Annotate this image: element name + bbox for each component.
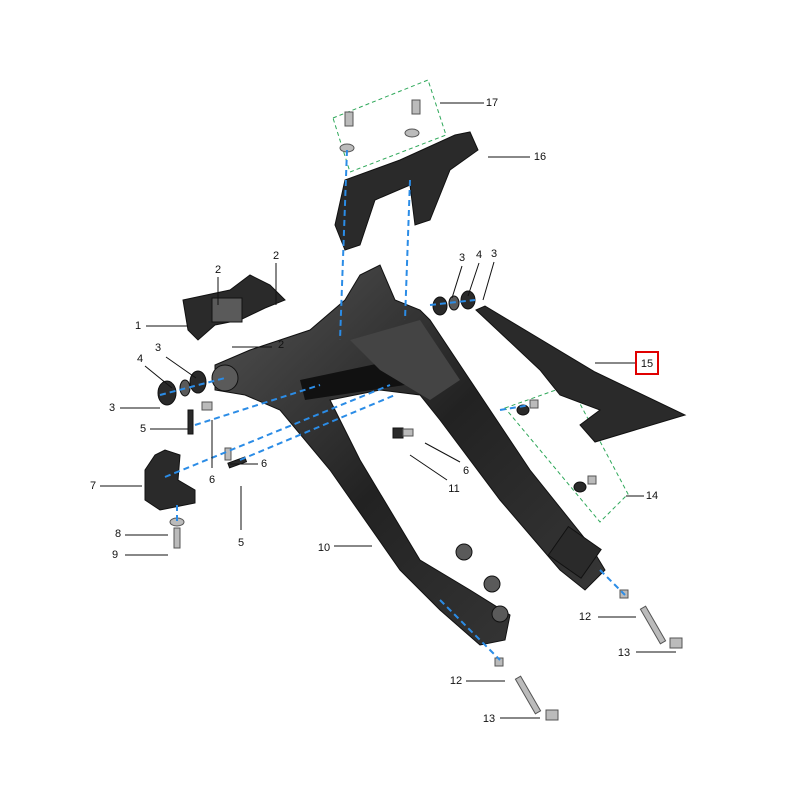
callout-7[interactable]: 7: [90, 480, 96, 492]
callout-10[interactable]: 10: [318, 542, 330, 554]
bearings-right: [432, 290, 476, 316]
callout-11[interactable]: 11: [448, 483, 459, 495]
callout-13[interactable]: 13: [483, 713, 495, 725]
callout-4[interactable]: 4: [476, 249, 482, 261]
callout-3[interactable]: 3: [155, 342, 161, 354]
callout-15[interactable]: 15: [641, 358, 653, 370]
callout-17[interactable]: 17: [486, 97, 498, 109]
callout-2[interactable]: 2: [215, 264, 221, 276]
assembly-lines: [159, 149, 626, 661]
callout-16[interactable]: 16: [534, 151, 546, 163]
callout-2[interactable]: 2: [278, 339, 284, 351]
callout-1[interactable]: 1: [135, 320, 141, 332]
bracket-1: [182, 274, 286, 341]
callout-5[interactable]: 5: [238, 537, 244, 549]
upper-chain-guard-16: [334, 131, 479, 251]
callout-5[interactable]: 5: [140, 423, 146, 435]
callout-14[interactable]: 14: [646, 490, 658, 502]
bearings-left: [157, 370, 207, 406]
callout-4[interactable]: 4: [137, 353, 143, 365]
callout-9[interactable]: 9: [112, 549, 118, 561]
callout-12[interactable]: 12: [579, 611, 591, 623]
leader-lines: [100, 102, 676, 719]
group-box-17: [332, 79, 447, 173]
callout-8[interactable]: 8: [115, 528, 121, 540]
callout-13[interactable]: 13: [618, 647, 630, 659]
group-box-14: [504, 384, 629, 523]
hardware: [169, 399, 683, 721]
callout-3[interactable]: 3: [109, 402, 115, 414]
callout-12[interactable]: 12: [450, 675, 462, 687]
pivot-bore: [211, 364, 239, 392]
chain-adjuster-block: [547, 525, 602, 579]
callout-6[interactable]: 6: [261, 458, 267, 470]
bolts-17: [339, 99, 421, 153]
callout-3[interactable]: 3: [459, 252, 465, 264]
callout-6[interactable]: 6: [463, 465, 469, 477]
callout-6[interactable]: 6: [209, 474, 215, 486]
chain-guard-15: [475, 305, 687, 443]
swingarm: [211, 264, 606, 646]
callout-2[interactable]: 2: [273, 250, 279, 262]
callouts: 17 16 2 2 1 2 3 4 3 5 6 6 5 7 8 9 10 11 …: [90, 97, 658, 725]
chain-slider-7: [144, 449, 196, 511]
callout-3[interactable]: 3: [491, 248, 497, 260]
highlight-box-15: [635, 351, 659, 375]
